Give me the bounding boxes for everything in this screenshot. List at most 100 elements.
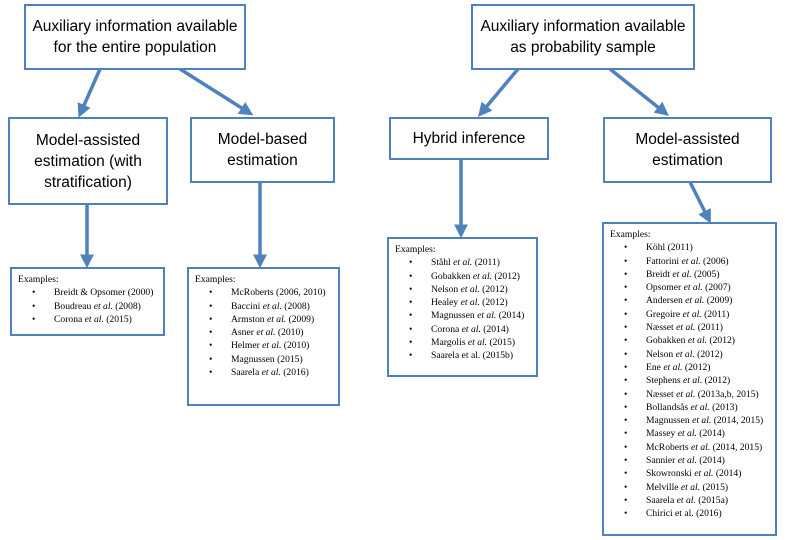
reference-item: Saarela et al. (2016) <box>209 366 332 380</box>
reference-year: (2015) <box>700 481 729 493</box>
reference-item: Saarela et al. (2015b) <box>409 349 530 363</box>
reference-author: Boudreau <box>54 300 94 312</box>
reference-author: Chirici et al. (2016) <box>646 508 722 520</box>
reference-author: Bollandsås <box>646 401 691 413</box>
reference-item: Ståhl et al. (2011) <box>409 256 530 270</box>
reference-item: Saarela et al. (2015a) <box>624 494 769 508</box>
reference-author: Helmer <box>231 340 263 352</box>
reference-author: Corona <box>431 323 462 335</box>
reference-year: (2014) <box>480 323 509 335</box>
reference-author: Margolis <box>431 337 468 349</box>
reference-etal: et al. <box>467 337 488 349</box>
reference-author: Corona <box>54 313 85 325</box>
reference-item: Gregoire et al. (2011) <box>624 308 769 322</box>
reference-author: Saarela <box>646 494 677 506</box>
reference-year: (2005) <box>691 268 720 280</box>
model-based-label: Model-based estimation <box>217 131 308 169</box>
reference-etal: et al. <box>676 388 696 400</box>
reference-author: Armston <box>231 313 267 325</box>
reference-item: Magnussen et al. (2014, 2015) <box>624 414 769 428</box>
reference-year: (2012) <box>682 361 711 373</box>
reference-year: (2013a,b, 2015) <box>695 388 759 400</box>
reference-year: (2015) <box>103 313 132 325</box>
reference-author: Saarela et al. (2015b) <box>431 350 514 362</box>
reference-author: Stephens <box>646 375 684 387</box>
model-assisted-label: Model-assisted estimation <box>635 131 740 169</box>
reference-item: Næsset et al. (2011) <box>624 321 769 335</box>
reference-year: (2015) <box>487 337 516 349</box>
reference-etal: et al. <box>694 468 714 480</box>
examples-list: Breidt & Opsomer (2000)Boudreau et al. (… <box>18 286 157 326</box>
reference-item: Breidt & Opsomer (2000) <box>32 286 157 300</box>
reference-year: (2011) <box>701 308 730 320</box>
top-right-label: Auxiliary information available as proba… <box>480 18 686 56</box>
reference-author: Ene <box>646 361 664 373</box>
arrow-top-right-to-hybrid <box>477 67 520 117</box>
model-assisted-box: Model-assisted estimation <box>603 117 772 183</box>
examples-list: Köhl (2011)Fattorini et al. (2006)Breidt… <box>610 241 769 521</box>
top-right-box: Auxiliary information available as proba… <box>471 4 695 70</box>
reference-year: (2013) <box>709 401 738 413</box>
reference-item: Fattorini et al. (2006) <box>624 255 769 269</box>
reference-year: (2014) <box>696 455 725 467</box>
top-left-label: Auxiliary information available for the … <box>32 18 238 56</box>
reference-author: Gobakken <box>431 270 473 282</box>
reference-item: Melville et al. (2015) <box>624 481 769 495</box>
reference-year: (2009) <box>704 295 733 307</box>
reference-etal: et al. <box>256 327 276 339</box>
reference-etal: et al. <box>266 313 287 325</box>
reference-etal: et al. <box>680 481 701 493</box>
reference-author: Asner <box>231 327 257 339</box>
reference-author: Breidt <box>646 268 673 280</box>
reference-etal: et al. <box>675 348 695 360</box>
reference-etal: et al. <box>683 282 703 294</box>
reference-author: Gobakken <box>646 335 688 347</box>
reference-item: Healey et al. (2012) <box>409 296 530 310</box>
reference-item: Stephens et al. (2012) <box>624 374 769 388</box>
reference-year: (2012) <box>707 335 735 347</box>
reference-item: Chirici et al. (2016) <box>624 507 769 521</box>
reference-year: (2008) <box>112 300 141 312</box>
reference-item: Boudreau et al. (2008) <box>32 300 157 314</box>
reference-etal: et al. <box>676 494 696 506</box>
reference-author: Nelson <box>646 348 676 360</box>
reference-author: Nelson <box>431 283 461 295</box>
examples-title: Examples: <box>395 244 436 255</box>
reference-year: (2011) <box>695 322 723 334</box>
reference-item: Sannier et al. (2014) <box>624 454 769 468</box>
reference-item: Skowronski et al. (2014) <box>624 467 769 481</box>
reference-author: Magnussen (2015) <box>231 353 303 365</box>
reference-year: (2014) <box>496 310 525 322</box>
reference-etal: et al. <box>677 455 697 467</box>
reference-item: Margolis et al. (2015) <box>409 336 530 350</box>
examples-model-assisted: Examples: Köhl (2011)Fattorini et al. (2… <box>602 222 777 536</box>
reference-item: Helmer et al. (2010) <box>209 339 332 353</box>
reference-etal: et al. <box>461 323 481 335</box>
examples-list: McRoberts (2006, 2010)Baccini et al. (20… <box>195 286 332 379</box>
reference-author: Skowronski <box>646 468 695 480</box>
reference-item: Næsset et al. (2013a,b, 2015) <box>624 388 769 402</box>
reference-author: Magnussen <box>431 310 478 322</box>
reference-etal: et al. <box>453 257 473 269</box>
reference-item: Breidt et al. (2005) <box>624 268 769 282</box>
reference-year: (2015a) <box>695 494 729 506</box>
reference-year: (2006) <box>700 255 729 267</box>
reference-etal: et al. <box>477 310 497 322</box>
reference-item: Bollandsås et al. (2013) <box>624 401 769 415</box>
examples-model-based: Examples: McRoberts (2006, 2010)Baccini … <box>187 267 340 406</box>
hybrid-inference-box: Hybrid inference <box>389 117 549 160</box>
reference-etal: et al. <box>460 283 480 295</box>
top-left-box: Auxiliary information available for the … <box>24 4 246 70</box>
reference-etal: et al. <box>472 270 493 282</box>
reference-etal: et al. <box>691 441 711 453</box>
reference-author: Næsset <box>646 322 677 334</box>
reference-etal: et al. <box>93 300 113 312</box>
reference-author: Saarela <box>231 367 262 379</box>
reference-year: (2012) <box>492 270 520 282</box>
arrow-top-left-to-model-assisted-strat <box>77 68 102 118</box>
reference-item: Nelson et al. (2012) <box>624 348 769 362</box>
reference-item: McRoberts et al. (2014, 2015) <box>624 441 769 455</box>
reference-year: (2009) <box>286 313 315 325</box>
model-based-box: Model-based estimation <box>190 117 335 183</box>
